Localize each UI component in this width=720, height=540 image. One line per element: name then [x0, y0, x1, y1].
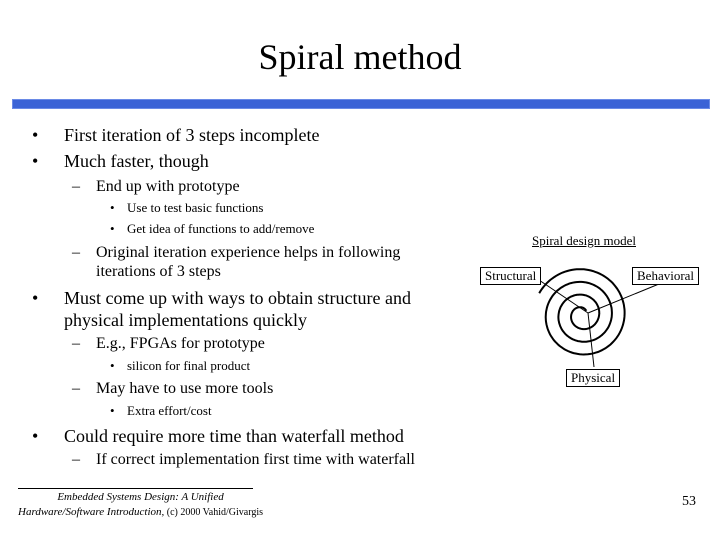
bullet-marker: • — [32, 288, 39, 308]
sub-bullet-marker: – — [72, 451, 80, 468]
bullet-marker: • — [32, 151, 39, 171]
sub-sub-bullet-idea-functions: Get idea of functions to add/remove — [127, 221, 315, 236]
bullet-much-faster: Much faster, though — [64, 151, 209, 171]
sub-sub-bullet-marker: • — [110, 200, 115, 215]
sub-bullet-more-tools: May have to use more tools — [96, 380, 274, 397]
footer-book-title: Hardware/Software Introduction, — [18, 506, 165, 518]
sub-bullet-original-iteration-line1: Original iteration experience helps in f… — [96, 244, 401, 261]
sub-bullet-marker: – — [72, 244, 80, 261]
footer-line1: Embedded Systems Design: A Unified — [57, 491, 224, 503]
bullet-more-time: Could require more time than waterfall m… — [64, 426, 404, 446]
sub-bullet-marker: – — [72, 178, 80, 195]
bullet-first-iteration: First iteration of 3 steps incomplete — [64, 125, 320, 145]
sub-sub-bullet-marker: • — [110, 403, 115, 418]
footer-rule — [18, 488, 253, 489]
sub-sub-bullet-silicon: silicon for final product — [127, 358, 251, 373]
bullet-must-come-up-line1: Must come up with ways to obtain structu… — [64, 288, 411, 308]
slide-title: Spiral method — [258, 37, 462, 77]
sub-bullet-original-iteration-line2: iterations of 3 steps — [96, 263, 221, 280]
sub-bullet-marker: – — [72, 380, 80, 397]
footer-copyright: (c) 2000 Vahid/Givargis — [164, 507, 264, 518]
footer-citation: Embedded Systems Design: A Unified Hardw… — [18, 490, 263, 520]
label-physical: Physical — [566, 369, 621, 387]
connector-physical — [587, 312, 595, 368]
sub-sub-bullet-test-functions: Use to test basic functions — [127, 200, 264, 215]
sub-bullet-prototype: End up with prototype — [96, 178, 240, 195]
footer-line2: Hardware/Software Introduction, (c) 2000… — [18, 505, 263, 520]
page-number: 53 — [682, 494, 696, 509]
label-structural: Structural — [480, 267, 542, 285]
connector-structural — [535, 277, 589, 314]
label-behavioral: Behavioral — [632, 267, 700, 285]
sub-bullet-waterfall: If correct implementation first time wit… — [96, 451, 415, 468]
bullet-must-come-up-line2: physical implementations quickly — [64, 310, 307, 330]
bullet-marker: • — [32, 426, 39, 446]
sub-bullet-fpgas: E.g., FPGAs for prototype — [96, 335, 265, 352]
sub-sub-bullet-marker: • — [110, 358, 115, 373]
spiral-curve — [538, 268, 626, 356]
sub-sub-bullet-extra-effort: Extra effort/cost — [127, 403, 212, 418]
sub-bullet-marker: – — [72, 335, 80, 352]
sub-sub-bullet-marker: • — [110, 221, 115, 236]
bullet-marker: • — [32, 125, 39, 145]
diagram-caption: Spiral design model — [532, 233, 636, 248]
title-divider-bar — [12, 99, 710, 109]
